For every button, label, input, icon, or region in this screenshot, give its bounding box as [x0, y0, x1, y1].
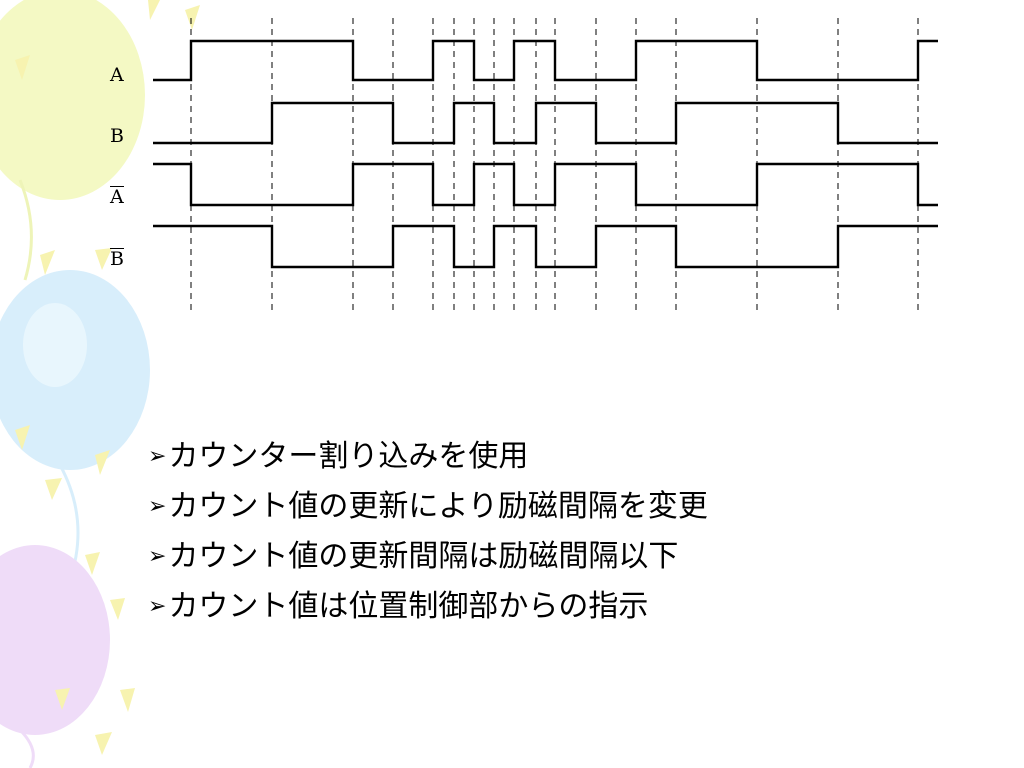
- bullet-item: ➢カウント値の更新間隔は励磁間隔以下: [148, 539, 679, 574]
- signal-label-a: A: [110, 64, 124, 86]
- confetti: [15, 0, 200, 755]
- bullet-arrow-icon: ➢: [148, 494, 167, 519]
- bullet-list: ➢カウンター割り込みを使用 ➢カウント値の更新により励磁間隔を変更 ➢カウント値…: [148, 432, 708, 632]
- bullet-item: ➢カウント値は位置制御部からの指示: [148, 589, 649, 624]
- bullet-arrow-icon: ➢: [148, 444, 167, 469]
- signal-label-b-bar: B: [110, 248, 124, 270]
- yellow-balloon: [0, 0, 145, 200]
- waveform-a: [153, 39, 938, 82]
- signal-label-a-bar: A: [110, 186, 124, 208]
- timing-diagram: [153, 18, 938, 310]
- bullet-arrow-icon: ➢: [148, 544, 167, 569]
- waveform-a-bar: [153, 162, 938, 207]
- bullet-item: ➢カウント値の更新により励磁間隔を変更: [148, 489, 708, 524]
- waveform-b-bar: [153, 224, 938, 269]
- purple-balloon: [0, 545, 110, 735]
- bullet-arrow-icon: ➢: [148, 594, 167, 619]
- signal-label-b: B: [110, 125, 124, 147]
- waveform-b: [153, 101, 938, 145]
- bullet-item: ➢カウンター割り込みを使用: [148, 439, 529, 474]
